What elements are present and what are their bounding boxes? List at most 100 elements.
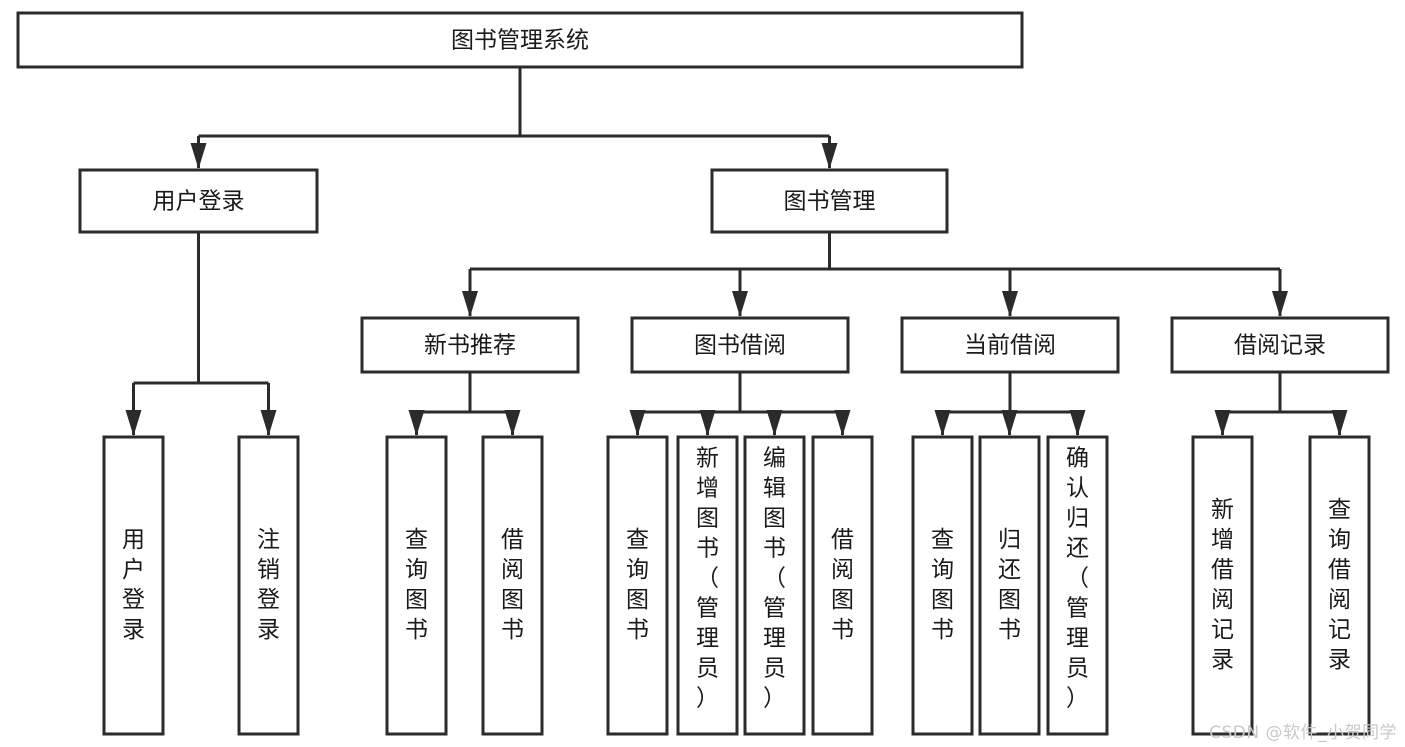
node-label-char: 管: [763, 596, 786, 622]
node-label-char: 借: [831, 527, 854, 553]
node-label-char: 书: [931, 617, 954, 643]
node-label-char: 阅: [1328, 587, 1351, 613]
node-label-char: 阅: [831, 557, 854, 583]
node-label-char: 增: [696, 476, 719, 502]
arrow-head-icon: [934, 410, 951, 436]
node-label-char: 辑: [763, 476, 786, 502]
node-label-char: 图: [763, 506, 786, 532]
node-box-leaf-add-book: [676, 435, 739, 736]
node-label-char: 图: [696, 506, 719, 532]
node-label-current-borrow: 当前借阅: [964, 333, 1056, 359]
node-user-login[interactable]: 用户登录: [78, 168, 319, 234]
node-label-char: 询: [931, 557, 954, 583]
arrow-head-icon: [1001, 410, 1018, 436]
node-root[interactable]: 图书管理系统: [16, 11, 1024, 69]
node-label-char: 管: [1066, 596, 1089, 622]
node-label-char: 书: [501, 617, 524, 643]
node-label-char: 图: [931, 587, 954, 613]
node-box-current-borrow: [900, 316, 1120, 374]
node-label-char: 借: [501, 527, 524, 553]
node-label-char: 管: [696, 596, 719, 622]
node-label-char: 新: [1211, 497, 1234, 523]
node-box-book-borrow: [630, 316, 850, 374]
node-borrow-record[interactable]: 借阅记录: [1170, 316, 1390, 374]
node-box-leaf-logout: [237, 435, 300, 736]
node-label-char: ）: [1066, 686, 1089, 712]
arrow-head-icon: [125, 410, 142, 436]
arrow-head-icon: [834, 410, 851, 436]
node-label-char: 图: [626, 587, 649, 613]
node-label-char: 登: [122, 587, 145, 613]
node-label-char: 注: [257, 527, 280, 553]
arrow-head-icon: [1272, 291, 1288, 317]
node-leaf-user-login[interactable]: 用户登录: [102, 435, 165, 736]
arrow-head-icon: [504, 410, 521, 436]
node-label-char: （: [1066, 566, 1089, 592]
node-label-char: 图: [998, 587, 1021, 613]
arrow-head-icon: [732, 291, 748, 317]
node-label-char: 图: [831, 587, 854, 613]
node-new-book-recommend[interactable]: 新书推荐: [360, 316, 580, 374]
node-label-borrow-record: 借阅记录: [1234, 333, 1326, 359]
node-book-borrow[interactable]: 图书借阅: [630, 316, 850, 374]
node-box-leaf-confirm-return: [1046, 435, 1109, 736]
node-label-char: 登: [257, 587, 280, 613]
node-label-char: 查: [931, 527, 954, 553]
node-label-new-book-recommend: 新书推荐: [424, 333, 516, 359]
node-label-char: （: [763, 566, 786, 592]
node-layer: 图书管理系统用户登录图书管理新书推荐图书借阅当前借阅借阅记录用户登录注销登录查询…: [16, 11, 1390, 736]
node-label-char: 员: [696, 656, 719, 682]
arrow-head-icon: [260, 410, 277, 436]
node-label-char: 销: [257, 557, 280, 583]
node-label-char: 记: [1328, 617, 1351, 643]
node-label-char: 理: [1066, 626, 1089, 652]
node-box-leaf-query-record: [1308, 435, 1371, 736]
node-book-management[interactable]: 图书管理: [710, 168, 949, 234]
node-label-char: 询: [1328, 527, 1351, 553]
node-label-char: 理: [763, 626, 786, 652]
node-label-char: ）: [763, 686, 786, 712]
node-box-leaf-borrow-book-rec: [481, 435, 544, 736]
node-label-char: 确: [1066, 446, 1089, 472]
node-label-char: 录: [257, 617, 280, 643]
node-label-char: 借: [1328, 557, 1351, 583]
node-box-leaf-borrow-book: [811, 435, 874, 736]
connector-layer: [125, 67, 1348, 436]
node-label-char: 询: [405, 557, 428, 583]
node-box-leaf-add-record: [1191, 435, 1254, 736]
node-label-char: 理: [696, 626, 719, 652]
node-label-char: 用: [122, 527, 145, 553]
node-label-char: 认: [1066, 476, 1089, 502]
node-current-borrow[interactable]: 当前借阅: [900, 316, 1120, 374]
node-label-char: 录: [122, 617, 145, 643]
node-box-book-management: [710, 168, 949, 234]
arrow-head-icon: [821, 143, 838, 169]
node-label-char: 员: [1066, 656, 1089, 682]
node-label-user-login: 用户登录: [153, 189, 245, 215]
node-label-char: 阅: [501, 557, 524, 583]
node-label-char: 归: [1066, 506, 1089, 532]
node-box-leaf-edit-book: [743, 435, 806, 736]
node-label-char: 增: [1211, 527, 1234, 553]
arrow-head-icon: [1214, 410, 1231, 436]
node-label-char: 还: [998, 557, 1021, 583]
node-box-new-book-recommend: [360, 316, 580, 374]
node-label-char: ）: [696, 686, 719, 712]
node-label-char: 书: [626, 617, 649, 643]
node-box-borrow-record: [1170, 316, 1390, 374]
node-label-char: 书: [696, 536, 719, 562]
node-box-leaf-query-book-rec: [385, 435, 448, 736]
